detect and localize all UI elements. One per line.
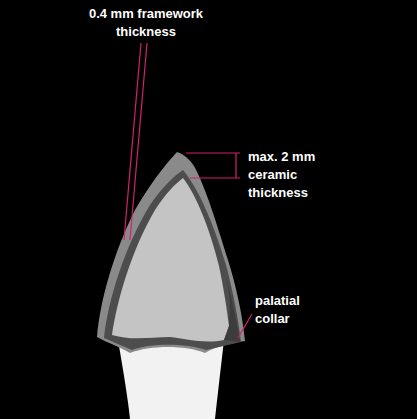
dimension-label: 0.4 mm framework thickness <box>78 5 214 41</box>
root <box>118 340 224 419</box>
leader-line <box>130 43 147 240</box>
dimension-bracket <box>190 177 240 178</box>
ceramic-veneer <box>97 152 245 353</box>
dimension-label: max. 2 mm ceramic thickness <box>248 148 340 202</box>
dimension-bracket <box>235 153 236 178</box>
framework <box>104 170 241 350</box>
palatial-collar <box>224 276 240 342</box>
dimension-bracket <box>186 152 240 153</box>
leader-line <box>238 314 252 338</box>
prepared-die <box>112 178 229 342</box>
part-label: palatial collar <box>255 292 335 328</box>
